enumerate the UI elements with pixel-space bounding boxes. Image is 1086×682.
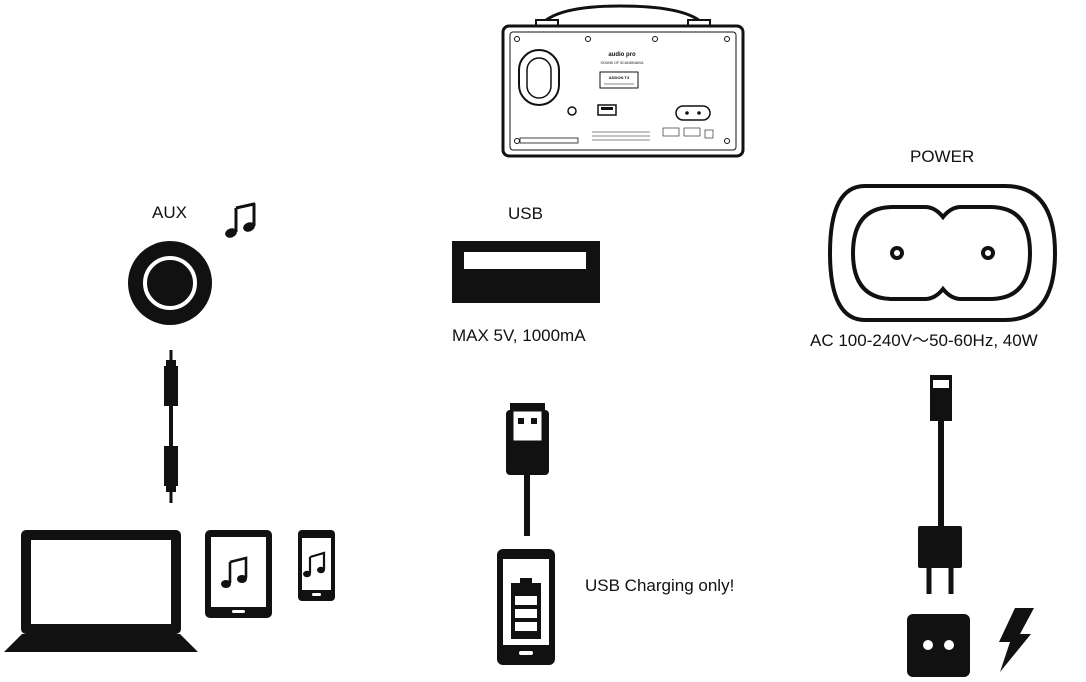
power-label: POWER: [910, 147, 975, 166]
power-spec-label: AC 100-240V〜50-60Hz, 40W: [810, 331, 1038, 350]
tablet-icon: [205, 530, 272, 618]
usb-spec-label: MAX 5V, 1000mA: [452, 326, 586, 345]
wall-socket-icon: [907, 614, 970, 677]
device-brand: audio pro: [608, 52, 636, 58]
usb-charging-note: USB Charging only!: [585, 576, 735, 595]
speaker-back-panel: audio pro SOUND OF SCANDINAVIA ADDON T3: [501, 4, 745, 158]
aux-port-icon: [128, 241, 212, 325]
lightning-icon: [999, 608, 1034, 672]
device-tagline: SOUND OF SCANDINAVIA: [601, 61, 645, 65]
usb-cable-icon: [506, 403, 549, 536]
phone-icon: [298, 530, 335, 601]
power-cable-icon: [918, 375, 962, 594]
device-model: ADDON T3: [609, 75, 630, 80]
aux-cable-icon: [164, 350, 178, 503]
laptop-icon: [4, 530, 198, 652]
usb-port-icon: [452, 241, 600, 303]
battery-icon: [511, 578, 541, 639]
usb-label: USB: [508, 204, 543, 223]
power-inlet-icon: [827, 184, 1058, 322]
music-note-icon: [225, 202, 256, 238]
aux-label: AUX: [152, 203, 187, 222]
